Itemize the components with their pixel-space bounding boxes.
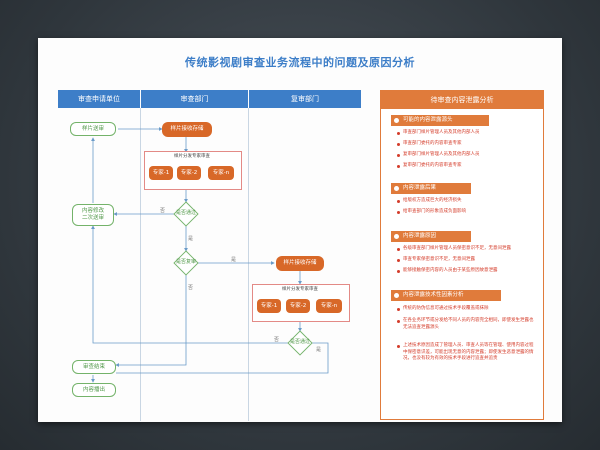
decision-approve-1: [173, 201, 199, 227]
bullet-dot-icon: [394, 234, 399, 239]
dispatch-label-1: 样片分发专家审查: [174, 154, 210, 159]
list-item: 给审查部门的形象造成负面影响: [397, 209, 537, 216]
section-title-consequences: 内容泄露后果: [391, 183, 471, 194]
section-title-text: 内容泄露原因: [403, 233, 437, 239]
list-item: 审查部门样片管理人员及其他内部人员: [397, 130, 537, 137]
list-item: 复审部门样片管理人员及其他内部人员: [397, 152, 537, 159]
node-expert-n: 专家-n: [208, 166, 234, 180]
node-revise-resubmit: 内容修改 二次送审: [72, 204, 114, 226]
list-item: 审查部门委托的内容审查专家: [397, 141, 537, 148]
edge-label-no: 否: [274, 337, 280, 343]
bullet-dot-icon: [394, 118, 399, 123]
node-expert-1: 专家-1: [149, 166, 173, 180]
list-item: 上述技术原因造成了管理人员、审查人员等在管理、使用内容过程中保密意识差，可能出现…: [397, 343, 537, 363]
leak-analysis-panel: 待审查内容泄露分析 可能的内容泄露源头 审查部门样片管理人员及其他内部人员 审查…: [380, 90, 544, 420]
lane-header-applicant: 审查申请单位: [58, 90, 140, 108]
list-item: 能够接触保密内容的人员由于某些原因故意泄露: [397, 268, 537, 275]
lane-header-rereview: 复审部门: [249, 90, 361, 108]
panel-header: 待审查内容泄露分析: [381, 91, 543, 109]
node-broadcast: 内容播出: [72, 383, 116, 397]
list-item: 传统的防伪信息可通过技术手段覆盖或抹除: [397, 306, 537, 313]
flow-connectors: [91, 127, 329, 383]
decision-approve-2: [287, 330, 313, 356]
lane-header-review: 审查部门: [141, 90, 248, 108]
list-item: 给版权方造成巨大的经济损失: [397, 198, 537, 205]
list-item: 在各业务环节或分发给不同人员的内容完全相同，即使发生泄露也无法追查泄露源头: [397, 318, 537, 331]
list-item: 各级审查部门样片管理人员保密意识不足，无意间泄露: [397, 246, 537, 253]
decision-rereview: [173, 250, 199, 276]
edge-label-yes: 是: [188, 236, 194, 242]
document-page: 传统影视剧审查业务流程中的问题及原因分析 审查申请单位 审查部门 复审部门: [38, 38, 562, 422]
node-review-end: 审查结束: [72, 360, 116, 374]
lane-divider: [140, 108, 141, 421]
list-item: 审查专家保密意识不足，无意间泄露: [397, 257, 537, 264]
node-expert-2-n: 专家-n: [316, 299, 342, 313]
node-send-film: 样片送审: [70, 122, 116, 136]
page-title: 传统影视剧审查业务流程中的问题及原因分析: [185, 56, 415, 69]
bullet-dot-icon: [394, 293, 399, 298]
node-expert-2-1: 专家-1: [257, 299, 281, 313]
section-title-text: 可能的内容泄露源头: [403, 117, 453, 123]
section-title-technical: 内容泄露技术性因素分析: [391, 290, 501, 301]
edge-label-no: 否: [160, 208, 166, 214]
node-expert-2: 专家-2: [177, 166, 201, 180]
edge-label-no: 否: [188, 285, 194, 291]
decision-label-rereview: 是否复审: [175, 259, 196, 265]
edge-label-yes: 是: [316, 347, 322, 353]
section-title-text: 内容泄露后果: [403, 185, 437, 191]
bullet-dot-icon: [394, 186, 399, 191]
lane-divider: [248, 108, 249, 421]
section-title-text: 内容泄露技术性因素分析: [403, 292, 464, 298]
node-receive-store-1: 样片接收存储: [162, 122, 212, 137]
decision-label-approve-2: 是否通过: [289, 339, 310, 345]
edge-label-yes: 是: [231, 257, 237, 263]
node-expert-2-2: 专家-2: [286, 299, 310, 313]
dispatch-label-2: 样片分发专家审查: [282, 287, 318, 292]
section-title-sources: 可能的内容泄露源头: [391, 115, 489, 126]
section-title-causes: 内容泄露原因: [391, 231, 471, 242]
list-item: 复审部门委托的内容审查专家: [397, 163, 537, 170]
node-receive-store-2: 样片接收存储: [276, 256, 324, 271]
decision-label-approve-1: 是否通过: [175, 210, 196, 216]
